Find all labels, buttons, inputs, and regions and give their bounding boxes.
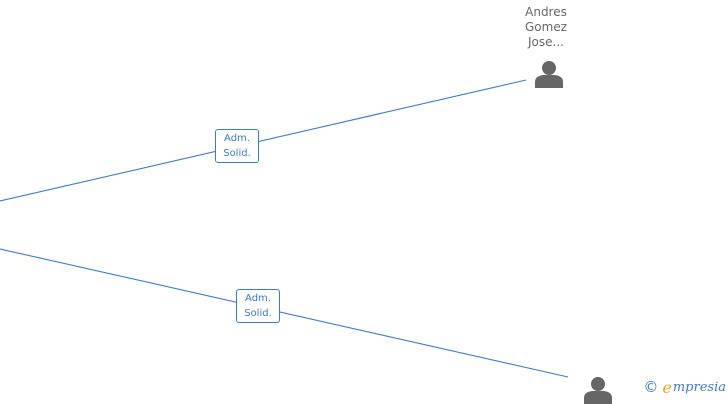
node-name-top[interactable]: Andres Gomez Jose... bbox=[506, 5, 586, 50]
edge-line-top bbox=[0, 79, 527, 202]
edge-label-bottom[interactable]: Adm. Solid. bbox=[236, 289, 280, 323]
brand-name: mpresia bbox=[672, 379, 726, 395]
brand-first-letter: e bbox=[662, 377, 672, 397]
edge-label-bottom-line-2: Solid. bbox=[244, 308, 272, 319]
edge-label-top-line-2: Solid. bbox=[223, 148, 251, 159]
node-name-top-line-1: Andres bbox=[525, 5, 567, 19]
edge-label-bottom-line-1: Adm. bbox=[245, 293, 271, 304]
edge-label-top-line-1: Adm. bbox=[224, 133, 250, 144]
edge-label-top[interactable]: Adm. Solid. bbox=[215, 129, 259, 163]
empresia-watermark: © e mpresia bbox=[643, 377, 726, 397]
person-icon[interactable] bbox=[534, 60, 564, 88]
node-name-top-line-2: Gomez bbox=[524, 20, 567, 34]
node-name-top-line-3: Jose... bbox=[528, 35, 564, 49]
edge-line-bottom bbox=[0, 248, 569, 378]
copyright-symbol: © bbox=[643, 378, 659, 396]
